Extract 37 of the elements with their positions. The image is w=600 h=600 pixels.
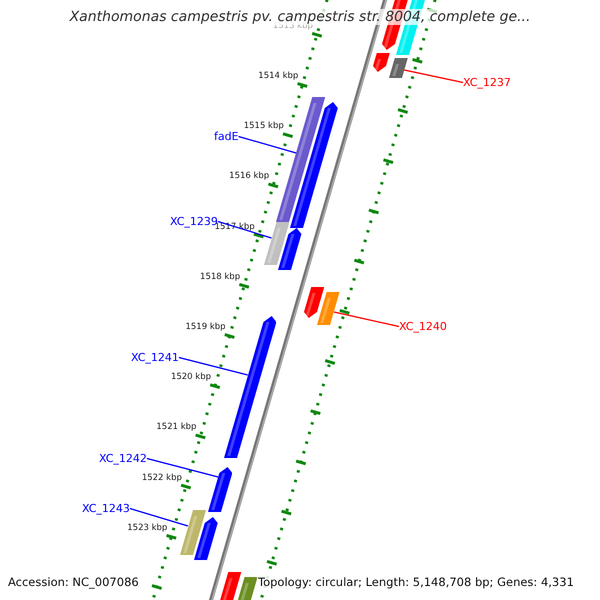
leader-line bbox=[130, 508, 188, 527]
scale-label: 1522 kbp bbox=[142, 472, 182, 483]
gene-label: XC_1239 bbox=[170, 215, 218, 228]
scale-label: 1518 kbp bbox=[200, 272, 240, 282]
leader-line bbox=[178, 356, 248, 376]
gene-feature bbox=[388, 58, 408, 78]
scale-label: 1514 kbp bbox=[258, 71, 298, 81]
gene-feature bbox=[208, 467, 232, 512]
scale-label: 1515 kbp bbox=[244, 121, 284, 132]
gene-label: XC_1241 bbox=[131, 351, 179, 364]
gene-label: XC_1237 bbox=[463, 76, 511, 89]
gene-label: XC_1240 bbox=[399, 320, 447, 333]
gene-feature bbox=[224, 316, 276, 458]
leader-line bbox=[404, 69, 464, 84]
gene-label: XC_1243 bbox=[82, 502, 130, 515]
gene-feature bbox=[194, 517, 218, 560]
scale-label: 1523 kbp bbox=[127, 522, 168, 533]
scale-label: 1519 kbp bbox=[185, 322, 226, 332]
scale-label: 1521 kbp bbox=[156, 422, 196, 432]
gene-feature bbox=[304, 287, 324, 318]
leader-line bbox=[218, 220, 272, 239]
gene-feature bbox=[290, 102, 338, 228]
scale-label: 1520 kbp bbox=[170, 372, 211, 382]
gene-feature bbox=[180, 510, 206, 555]
gene-label: XC_1242 bbox=[99, 452, 147, 465]
gene-feature bbox=[317, 292, 340, 325]
gene-feature bbox=[264, 222, 290, 265]
leader-line bbox=[146, 458, 218, 478]
gene-label: fadE bbox=[214, 130, 239, 143]
leader-line bbox=[334, 311, 400, 328]
genome-info-text: Topology: circular; Length: 5,148,708 bp; Genes: 4,331 bbox=[258, 575, 574, 589]
leader-line bbox=[238, 136, 296, 154]
scale-label: 1516 kbp bbox=[229, 171, 270, 182]
accession-text: Accession: NC_007086 bbox=[8, 575, 139, 589]
gene-feature bbox=[219, 572, 242, 600]
gene-feature bbox=[278, 228, 302, 270]
gene-feature bbox=[373, 53, 390, 72]
